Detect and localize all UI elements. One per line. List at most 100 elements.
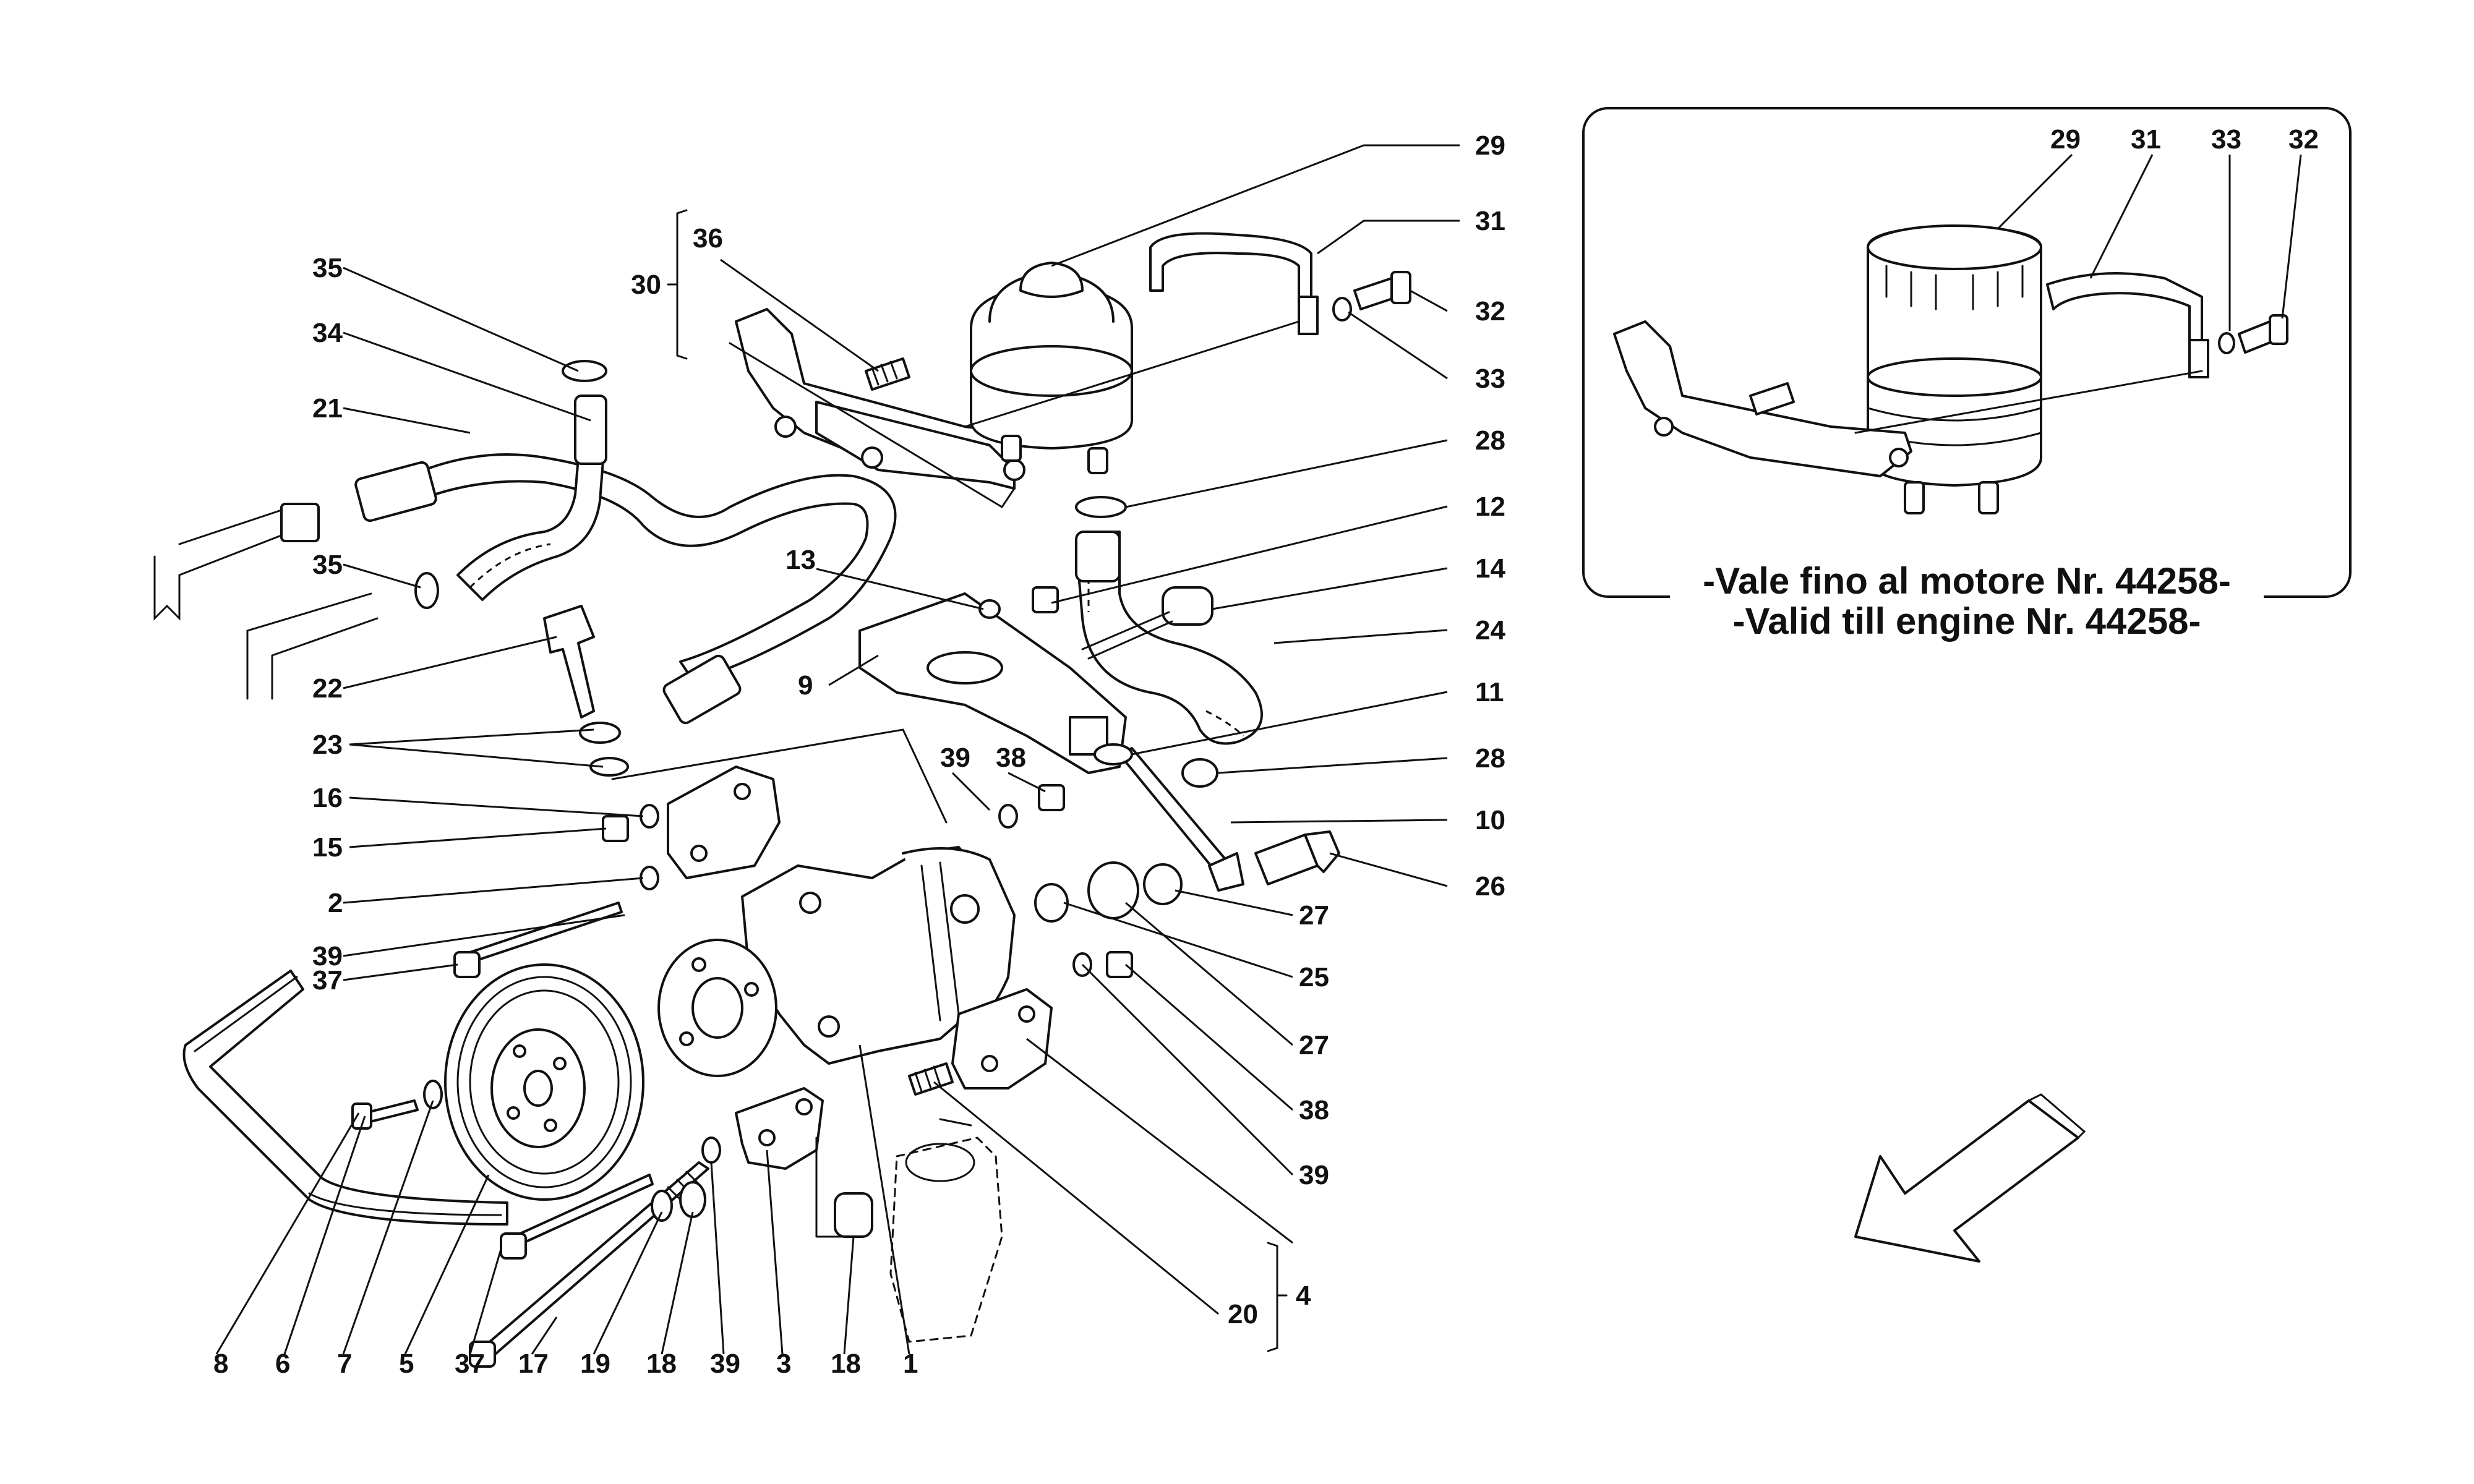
label-36: 36 (693, 223, 723, 254)
hose-sleeve-34 (574, 394, 607, 465)
part-number-labels: 29 31 32 33 28 12 14 24 11 28 10 26 27 2… (213, 130, 1505, 1379)
hose-sleeve-top (1075, 531, 1121, 582)
label-15: 15 (312, 832, 343, 863)
label-28-top: 28 (1475, 425, 1505, 456)
direction-arrow (1854, 1093, 2086, 1263)
label-25: 25 (1299, 962, 1329, 992)
label-27-top: 27 (1299, 900, 1329, 931)
label-31: 31 (1475, 206, 1505, 236)
label-39-right: 39 (1299, 1160, 1329, 1190)
power-steering-pump (741, 846, 1016, 1065)
label-26: 26 (1475, 871, 1505, 902)
washer-11 (1094, 743, 1133, 765)
label-14: 14 (1475, 553, 1505, 584)
label-4: 4 (1296, 1281, 1311, 1311)
inset-clamp-bolt (2238, 314, 2288, 354)
engine-mount-ghost (889, 1136, 1003, 1343)
inset-bracket (1613, 320, 1912, 477)
inset-clamp-strap (2046, 272, 2209, 378)
long-stud-17 (469, 1161, 709, 1368)
nut-15-washer-16 (602, 804, 659, 890)
inset-leaders (1997, 153, 2302, 331)
inset-label-32: 32 (2288, 124, 2319, 155)
pulley-bolt-6-washer-7 (351, 1080, 443, 1130)
upper-bracket-2 (667, 765, 781, 879)
label-34: 34 (312, 318, 343, 348)
hose-clamp-35a (562, 360, 607, 382)
clamp-bolt (1353, 271, 1411, 310)
hose-clamp-28a (1075, 496, 1127, 518)
mount-bolt-37-bottom (500, 1174, 654, 1260)
banjo-bolt-22 (543, 605, 595, 719)
bracket-stud (865, 357, 910, 391)
hose-fitting-line-left (153, 503, 379, 700)
label-30: 30 (631, 270, 661, 300)
hose-clamp-28b (1181, 758, 1218, 788)
label-17: 17 (518, 1349, 549, 1379)
assembly-lines (611, 320, 1300, 1238)
label-11: 11 (1475, 677, 1504, 707)
stud-20 (908, 1062, 954, 1096)
label-3: 3 (776, 1349, 791, 1379)
tension-bolt-10 (1118, 747, 1244, 892)
pump-flange (657, 939, 777, 1077)
pump-support-bracket-9 (858, 592, 1127, 774)
label-18-a: 18 (646, 1349, 677, 1379)
label-22: 22 (312, 673, 343, 704)
label-38-mid: 38 (996, 743, 1026, 773)
banjo-washers-23 (579, 722, 629, 777)
bushing-18 (834, 1192, 873, 1238)
label-39-left: 39 (312, 941, 343, 971)
label-39-bottom: 39 (710, 1349, 740, 1379)
label-28-bottom: 28 (1475, 743, 1505, 774)
drive-belt (182, 970, 508, 1226)
label-13: 13 (785, 545, 816, 575)
label-16: 16 (312, 783, 343, 813)
label-23: 23 (312, 730, 343, 760)
inset-label-33: 33 (2211, 124, 2241, 155)
pulley (444, 963, 644, 1201)
inset-assembly-line (1854, 370, 2203, 434)
label-9: 9 (798, 670, 813, 701)
label-24: 24 (1475, 615, 1505, 646)
label-21: 21 (312, 393, 343, 424)
inset-panel: 29 31 33 32 -Vale fino al motore Nr. 442… (1582, 107, 2352, 642)
leader-lines (215, 144, 1460, 1355)
label-18-b: 18 (831, 1349, 861, 1379)
label-27-bottom: 27 (1299, 1030, 1329, 1060)
washers-18-19-39-bottom (651, 1136, 721, 1222)
label-38-right: 38 (1299, 1095, 1329, 1125)
inset-label-31: 31 (2131, 124, 2161, 155)
nuts-38-washers-39 (998, 784, 1133, 978)
label-19: 19 (580, 1349, 610, 1379)
rear-bracket-4 (951, 988, 1053, 1090)
label-10: 10 (1475, 805, 1505, 835)
label-32: 32 (1475, 296, 1505, 326)
label-39-mid: 39 (940, 743, 970, 773)
inset-label-29: 29 (2050, 124, 2081, 155)
label-29: 29 (1475, 130, 1505, 161)
label-20: 20 (1228, 1299, 1258, 1329)
label-7: 7 (337, 1349, 352, 1379)
label-5: 5 (399, 1349, 414, 1379)
banjo-bolt-26 (1254, 830, 1340, 885)
bolt-12 (978, 586, 1059, 619)
label-35-bottom: 35 (312, 550, 343, 580)
label-12: 12 (1475, 492, 1505, 522)
label-37-left: 37 (312, 965, 343, 996)
reservoir-clamp-strap (1149, 232, 1319, 335)
label-35-top: 35 (312, 253, 343, 283)
inset-note-italian: -Vale fino al motore Nr. 44258- (1703, 560, 2231, 602)
spacer-14 (1081, 586, 1213, 660)
inset-reservoir (1867, 224, 2042, 514)
label-6: 6 (275, 1349, 290, 1379)
inset-note-english: -Valid till engine Nr. 44258- (1733, 600, 2201, 642)
fluid-reservoir (970, 262, 1133, 474)
label-8: 8 (213, 1349, 228, 1379)
label-2: 2 (328, 888, 343, 918)
label-37-bottom: 37 (455, 1349, 485, 1379)
label-1: 1 (903, 1349, 918, 1379)
label-33: 33 (1475, 364, 1505, 394)
mount-bolt-37-top (453, 902, 623, 978)
pressure-hose (354, 453, 897, 725)
